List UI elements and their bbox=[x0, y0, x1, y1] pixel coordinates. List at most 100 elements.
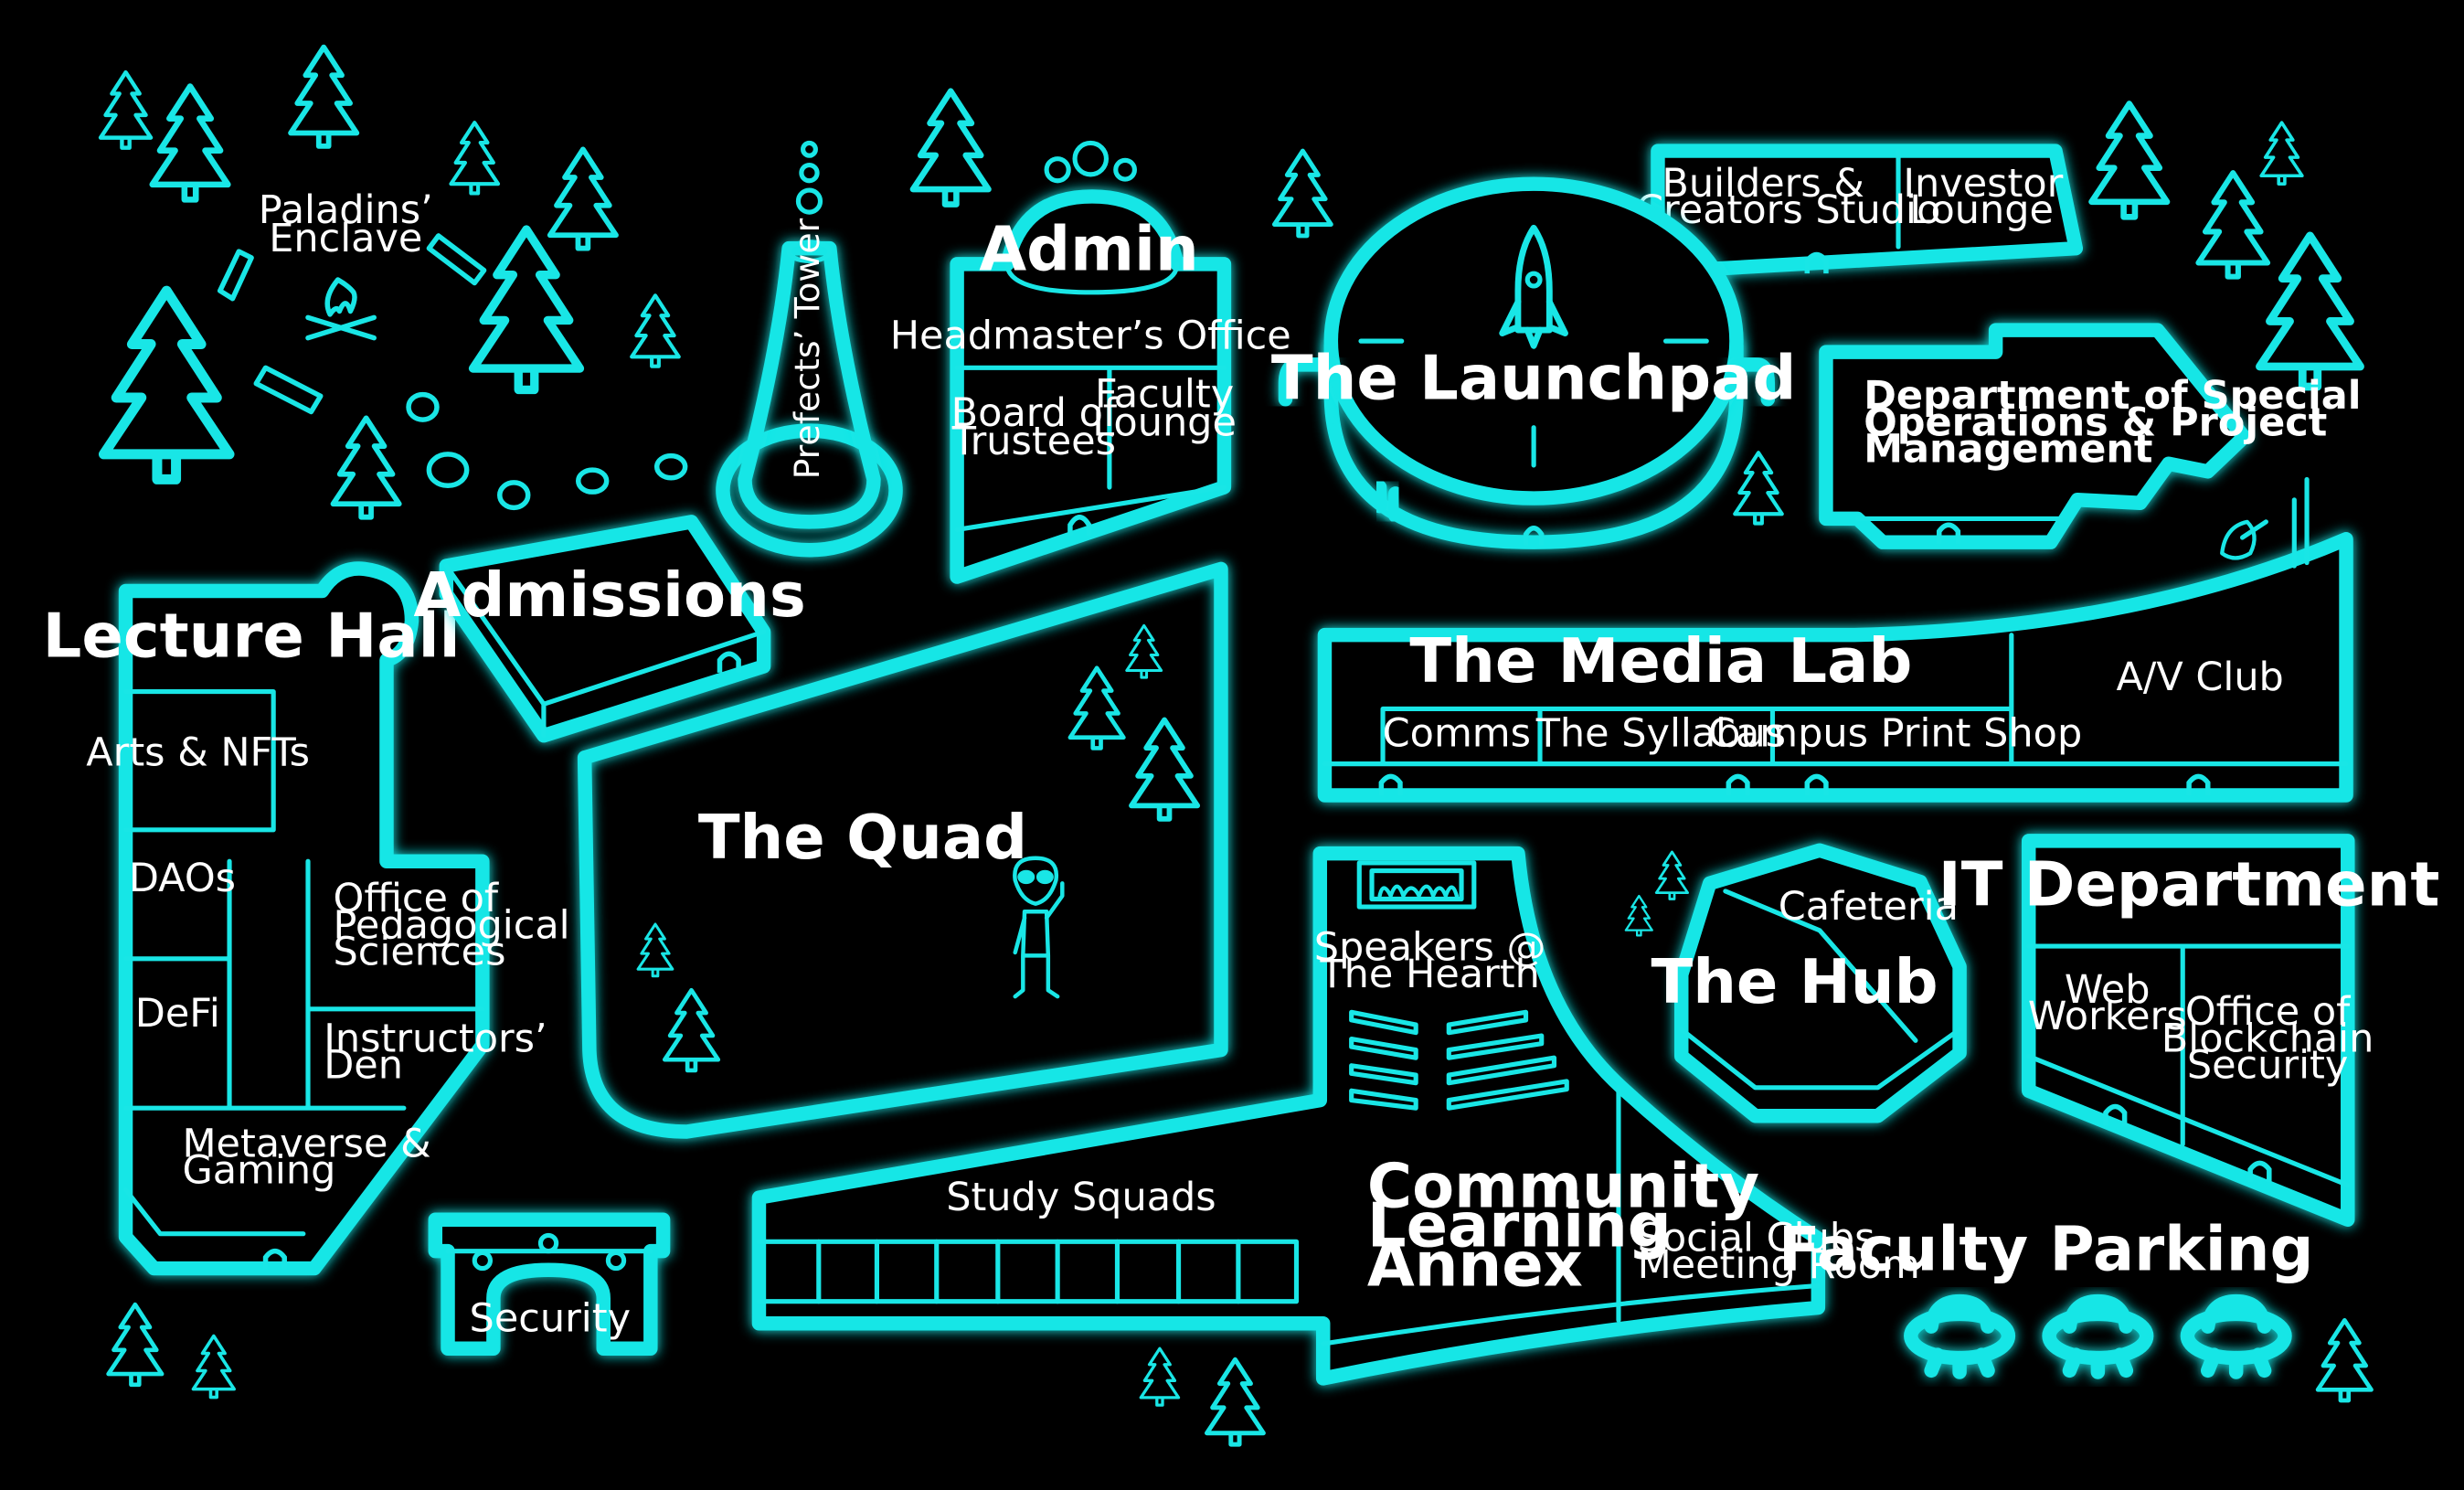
log-icon bbox=[217, 233, 487, 415]
blockchain-label-3: Security bbox=[2187, 1043, 2348, 1089]
tree-icon bbox=[473, 229, 580, 389]
investor-label-2: Lounge bbox=[1909, 187, 2054, 233]
tree-icon bbox=[153, 87, 228, 200]
blockchain-label-2: Blockchain bbox=[2161, 1016, 2374, 1061]
hub-label: The Hub bbox=[1651, 946, 1938, 1017]
web-workers-label-2: Workers bbox=[2028, 994, 2187, 1039]
tree-icon bbox=[1654, 850, 1689, 900]
admin-label: Admin bbox=[979, 214, 1198, 285]
it-department[interactable]: IT Department Web Workers Office of Bloc… bbox=[1938, 834, 2440, 1227]
admissions[interactable]: Admissions bbox=[414, 515, 806, 743]
the-quad[interactable]: The Quad bbox=[577, 561, 1228, 1139]
tree-icon bbox=[1735, 452, 1782, 523]
instructors-label-2: Den bbox=[324, 1043, 403, 1089]
tree-icon bbox=[2259, 121, 2304, 186]
it-department-label: IT Department bbox=[1938, 848, 2440, 920]
web-workers-label-1: Web bbox=[2065, 967, 2151, 1013]
dept-label-3: Management bbox=[1864, 427, 2152, 473]
paladins-label-1: Paladins’ bbox=[259, 187, 433, 233]
speakers-label-2: The Hearth bbox=[1319, 952, 1539, 997]
tree-icon bbox=[1139, 1346, 1181, 1407]
tree-icon bbox=[291, 48, 356, 146]
investor-label-1: Investor bbox=[1903, 161, 2063, 207]
headmasters-office-label: Headmaster’s Office bbox=[890, 314, 1291, 359]
builders-label-1: Builders & bbox=[1662, 161, 1864, 207]
builders-label-2: Creators Studio bbox=[1636, 187, 1940, 233]
the-launchpad[interactable]: The Launchpad bbox=[1271, 176, 1796, 549]
social-clubs-label-1: Social Clubs bbox=[1638, 1216, 1875, 1261]
campfire-icon bbox=[305, 277, 377, 341]
paladins-label-2: Enclave bbox=[269, 216, 422, 261]
lecture-hall-label: Lecture Hall bbox=[43, 601, 461, 672]
board-label-2: Trustees bbox=[951, 419, 1116, 464]
media-lab-label: The Media Lab bbox=[1409, 625, 1912, 697]
prefects-tower[interactable]: Prefects’ Tower bbox=[716, 140, 903, 558]
tree-icon bbox=[1624, 894, 1653, 937]
pedagogical-label-2: Pedagogical bbox=[334, 902, 570, 948]
paladins-enclave[interactable]: Paladins’ Enclave bbox=[217, 187, 688, 511]
pedagogical-label-1: Office of bbox=[334, 876, 499, 921]
metaverse-label-1: Metaverse & bbox=[182, 1121, 430, 1166]
rocket-icon bbox=[1499, 224, 1568, 349]
print-shop-label: Campus Print Shop bbox=[1708, 711, 2082, 757]
community-learning-annex[interactable]: Speakers @ The Hearth Study Squads Commu… bbox=[751, 846, 1920, 1386]
tree-icon bbox=[636, 922, 674, 978]
blockchain-label-1: Office of bbox=[2185, 989, 2351, 1035]
dept-special-operations[interactable]: Department of Special Operations & Proje… bbox=[1819, 323, 2362, 549]
security-label: Security bbox=[470, 1295, 631, 1341]
the-hub[interactable]: Cafeteria The Hub bbox=[1651, 843, 1967, 1123]
tree-icon bbox=[2198, 173, 2268, 276]
speakers-label-1: Speakers @ bbox=[1314, 925, 1546, 971]
launchpad-label: The Launchpad bbox=[1271, 343, 1796, 414]
admissions-label: Admissions bbox=[414, 559, 806, 631]
quad-label: The Quad bbox=[698, 802, 1027, 873]
av-club-label: A/V Club bbox=[2116, 655, 2283, 700]
tree-icon bbox=[1070, 668, 1123, 749]
tree-icon bbox=[1206, 1359, 1263, 1444]
annex-label-2: Learning bbox=[1367, 1189, 1672, 1261]
satellite-dish-icon bbox=[2220, 476, 2310, 569]
dept-label-2: Operations & Project bbox=[1864, 399, 2327, 445]
metaverse-label-2: Gaming bbox=[182, 1148, 335, 1194]
ufo-icon bbox=[1911, 1302, 2009, 1372]
tree-icon bbox=[2318, 1320, 2371, 1400]
tree-icon bbox=[1125, 623, 1163, 679]
study-squads-label: Study Squads bbox=[946, 1175, 1216, 1220]
instructors-label-1: Instructors’ bbox=[324, 1016, 547, 1061]
admin-building[interactable]: Admin Headmaster’s Office Board of Trust… bbox=[890, 140, 1291, 584]
stepping-stones bbox=[406, 391, 688, 511]
faculty-parking[interactable]: Faculty Parking bbox=[1779, 1213, 2314, 1372]
defi-label: DeFi bbox=[135, 991, 220, 1037]
tree-icon bbox=[664, 990, 717, 1070]
social-clubs-label-2: Meeting Room bbox=[1638, 1242, 1920, 1288]
fireplace-icon bbox=[1356, 860, 1477, 910]
alien-icon bbox=[1013, 856, 1065, 999]
prefects-tower-label: Prefects’ Tower bbox=[787, 218, 827, 479]
tree-icon bbox=[1274, 151, 1331, 236]
builders-investor-building[interactable]: Builders & Creators Studio Investor Loun… bbox=[1636, 144, 2084, 280]
board-label-1: Board of bbox=[951, 390, 1118, 436]
cafeteria-label: Cafeteria bbox=[1779, 884, 1959, 930]
arts-nfts-label: Arts & NFTs bbox=[86, 729, 310, 775]
security[interactable]: Security bbox=[428, 1212, 671, 1356]
lecture-hall[interactable]: Lecture Hall Arts & NFTs DAOs DeFi Offic… bbox=[43, 561, 570, 1276]
tree-icon bbox=[451, 122, 498, 193]
annex-label-1: Community bbox=[1367, 1151, 1759, 1222]
faculty-parking-label: Faculty Parking bbox=[1779, 1213, 2314, 1284]
tree-icon bbox=[632, 295, 679, 366]
tree-icon bbox=[550, 149, 616, 248]
tree-icon bbox=[109, 1304, 162, 1385]
tree-icon bbox=[2092, 103, 2168, 217]
tree-icon bbox=[103, 291, 229, 479]
the-media-lab[interactable]: The Media Lab Comms The Syllabus Campus … bbox=[1317, 476, 2353, 803]
dept-label-1: Department of Special bbox=[1864, 373, 2361, 419]
annex-label-3: Annex bbox=[1367, 1229, 1583, 1300]
ufo-icon bbox=[2049, 1302, 2147, 1372]
tree-icon bbox=[334, 418, 399, 516]
tree-icon bbox=[913, 91, 989, 205]
comms-label: Comms bbox=[1383, 711, 1531, 757]
faculty-lounge-label-2: Lounge bbox=[1092, 399, 1237, 445]
syllabus-label: The Syllabus bbox=[1535, 711, 1786, 757]
bench-rows bbox=[1349, 1009, 1569, 1111]
tree-icon bbox=[1131, 719, 1197, 818]
